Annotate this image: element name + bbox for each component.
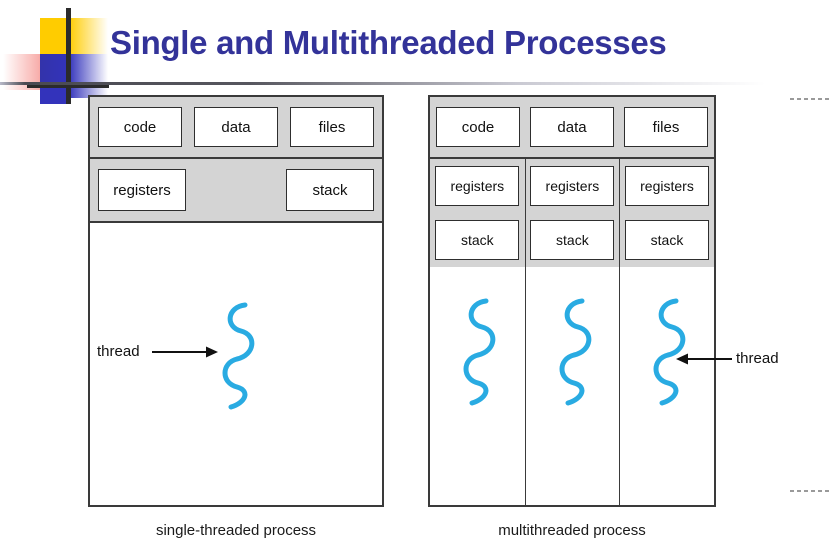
edge-dotted-line-top [790,98,832,100]
single-thread-area: thread [90,223,382,505]
multi-thread-column-3 [619,267,714,505]
thread-squiggle-icon [653,298,686,406]
logo-vertical-line [66,8,71,104]
multi-registers-box-3: registers [624,166,709,206]
multi-stack-band: stack stack stack [430,213,714,269]
logo-yellow-square [40,18,108,58]
single-shared-resources-band: code data files [90,97,382,159]
multi-thread-area [430,267,714,505]
single-thread-state-band: registers stack [90,159,382,223]
logo-horizontal-line [27,83,109,88]
multi-thread-column-1 [430,267,525,505]
thread-arrow-right-icon [152,346,218,358]
single-thread-label: thread [97,343,140,360]
decorative-logo [0,6,120,106]
single-files-box: files [290,107,374,147]
edge-dotted-line-bottom [790,490,832,492]
title-divider-rule [0,82,832,85]
multi-stack-box-1: stack [435,220,520,260]
thread-squiggle-icon [559,298,591,406]
single-data-box: data [194,107,278,147]
single-registers-box: registers [98,169,186,211]
single-stack-box: stack [286,169,374,211]
thread-squiggle-icon [222,302,255,410]
logo-blue-small-square [40,86,70,104]
multi-registers-cell-2: registers [524,159,620,213]
multi-registers-box-1: registers [435,166,520,206]
multi-stack-box-2: stack [530,220,615,260]
multi-registers-band: registers registers registers [430,159,714,215]
multi-thread-column-2 [524,267,620,505]
multi-registers-cell-1: registers [430,159,525,213]
multi-stack-cell-2: stack [524,213,620,267]
multithreaded-process-diagram: code data files registers registers regi… [428,95,716,507]
single-code-box: code [98,107,182,147]
multi-registers-box-2: registers [530,166,615,206]
multi-registers-cell-3: registers [619,159,714,213]
thread-arrow-left-icon [676,353,732,365]
single-threaded-process-diagram: code data files registers stack thread [88,95,384,507]
thread-squiggle-icon [463,298,496,406]
multi-code-box: code [436,107,520,147]
multi-stack-cell-1: stack [430,213,525,267]
multi-stack-box-3: stack [624,220,709,260]
multi-files-box: files [624,107,708,147]
multi-thread-label: thread [736,350,779,367]
multi-data-box: data [530,107,614,147]
multi-stack-cell-3: stack [619,213,714,267]
multi-shared-resources-band: code data files [430,97,714,159]
multi-process-caption: multithreaded process [498,522,646,539]
page-title: Single and Multithreaded Processes [110,24,667,61]
single-process-caption: single-threaded process [155,522,317,539]
